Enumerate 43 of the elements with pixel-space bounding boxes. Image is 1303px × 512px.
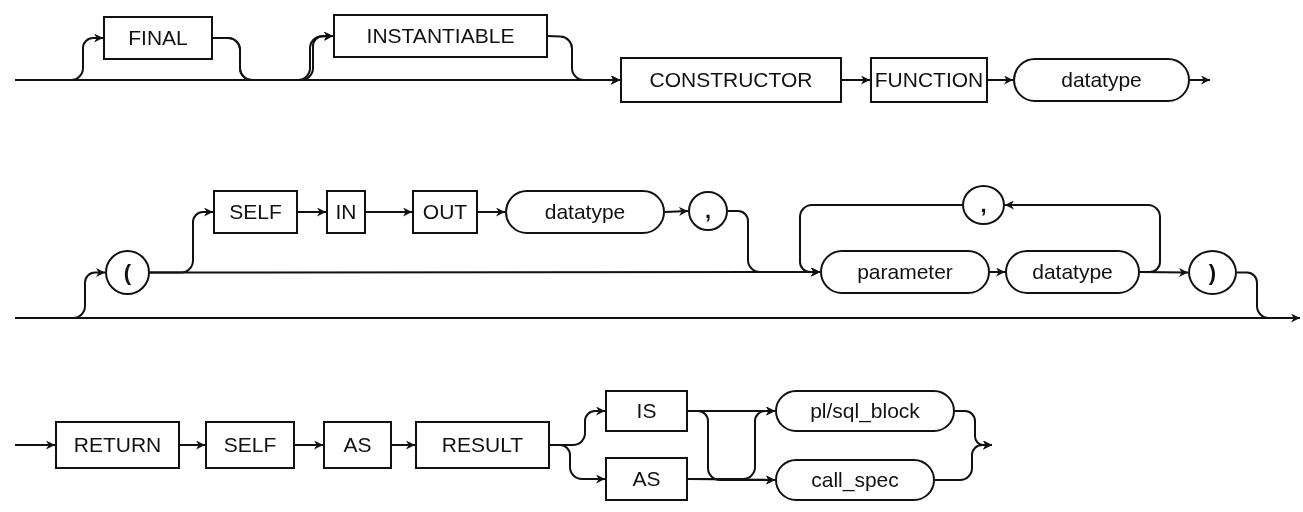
keyword-box: IN bbox=[326, 190, 366, 234]
identifier-pill: parameter bbox=[820, 250, 990, 294]
keyword-box: RESULT bbox=[415, 421, 550, 469]
arrow bbox=[547, 35, 621, 85]
arrow bbox=[1004, 200, 1161, 273]
arrow bbox=[477, 207, 506, 217]
arrow bbox=[14, 268, 106, 319]
keyword-box: INSTANTIABLE bbox=[333, 14, 548, 58]
keyword-box: IS bbox=[605, 390, 688, 432]
keyword-box: SELF bbox=[213, 190, 298, 234]
arrow bbox=[149, 207, 214, 274]
identifier-pill: datatype bbox=[1013, 58, 1190, 102]
symbol-circle: ( bbox=[105, 250, 150, 295]
keyword-box: OUT bbox=[412, 190, 478, 234]
identifier-pill: call_spec bbox=[775, 459, 935, 501]
keyword-box: RETURN bbox=[55, 421, 180, 469]
symbol-circle: ) bbox=[1188, 250, 1237, 295]
arrow bbox=[664, 206, 689, 216]
arrow bbox=[987, 75, 1014, 85]
arrow bbox=[989, 267, 1006, 277]
arrow bbox=[14, 440, 56, 450]
arrow bbox=[549, 444, 606, 484]
arrow bbox=[365, 207, 413, 217]
identifier-pill: datatype bbox=[1005, 250, 1140, 294]
identifier-pill: pl/sql_block bbox=[775, 390, 955, 432]
symbol-circle: , bbox=[688, 191, 728, 231]
arrow bbox=[179, 440, 206, 450]
keyword-box: AS bbox=[323, 421, 392, 469]
arrow bbox=[799, 204, 963, 277]
symbol-circle: , bbox=[962, 185, 1005, 225]
arrow bbox=[1236, 271, 1301, 323]
arrow bbox=[841, 75, 871, 85]
keyword-box: AS bbox=[605, 457, 688, 501]
keyword-box: SELF bbox=[205, 421, 295, 469]
arrow bbox=[294, 440, 324, 450]
arrow bbox=[297, 207, 327, 217]
identifier-pill: datatype bbox=[505, 190, 665, 234]
arrow bbox=[934, 440, 993, 481]
keyword-box: FINAL bbox=[103, 16, 213, 60]
arrow bbox=[391, 440, 416, 450]
arrow bbox=[1189, 75, 1211, 85]
keyword-box: CONSTRUCTOR bbox=[620, 57, 842, 103]
keyword-box: FUNCTION bbox=[870, 57, 988, 103]
